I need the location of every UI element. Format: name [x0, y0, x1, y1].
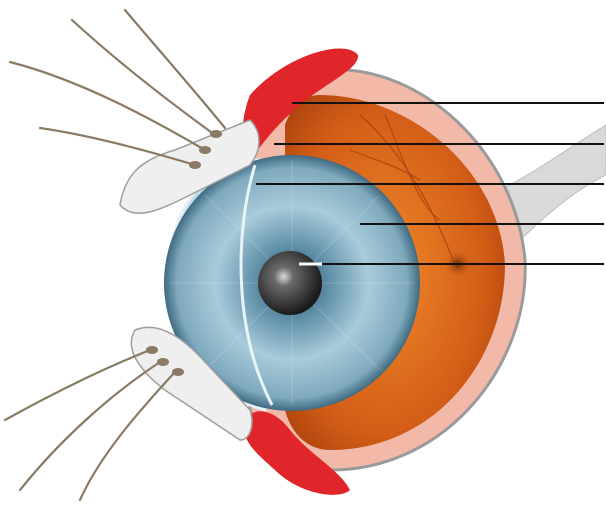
pupil	[258, 251, 322, 315]
upper-eyelashes	[10, 10, 225, 165]
